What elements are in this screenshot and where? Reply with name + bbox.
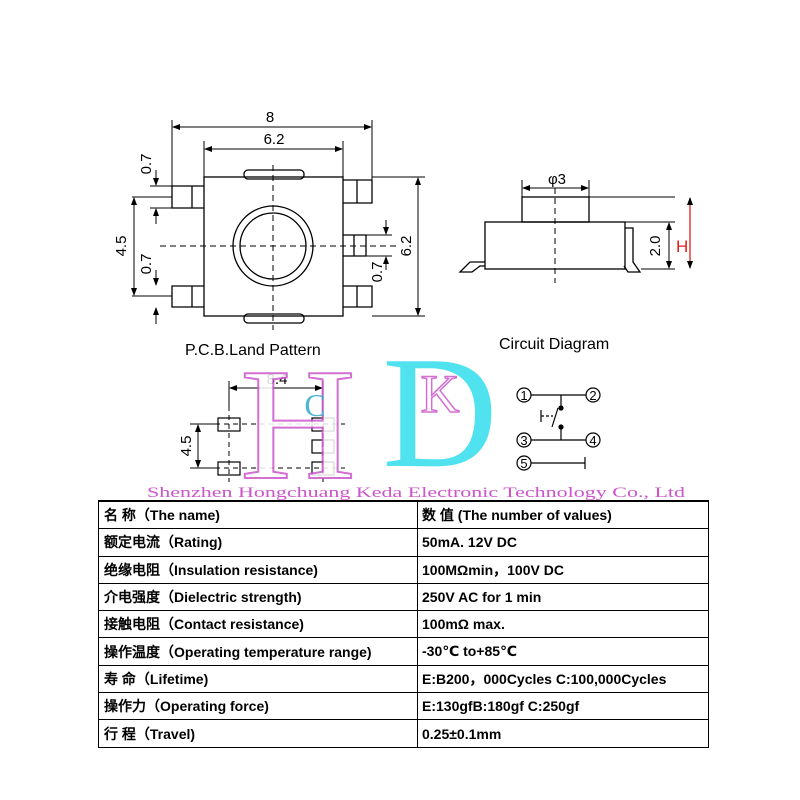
table-row: 绝缘电阻（Insulation resistance) 100MΩmin，100…	[98, 555, 709, 584]
bottom-slot	[243, 313, 305, 324]
table-row: 操作力（Operating force) E:130gfB:180gf C:25…	[98, 692, 709, 721]
circuit-diagram	[516, 387, 601, 471]
row-name-cell: 操作力（Operating force)	[98, 692, 418, 721]
watermark-letter-h: H	[240, 335, 356, 513]
watermark-letter-d: D	[382, 323, 498, 501]
row-name-cell: 接触电阻（Contact resistance)	[98, 610, 418, 639]
dim-body-width: 6.2	[264, 131, 285, 148]
switch-lever	[551, 407, 559, 428]
row-value-cell: 250V AC for 1 min	[417, 582, 709, 612]
dim-pin-width-top: 0.7	[138, 154, 155, 175]
watermark-letter-c: C	[304, 387, 325, 423]
row-name-cell: 操作温度（Operating temperature range)	[98, 637, 418, 666]
top-slot	[243, 169, 305, 180]
specification-table: 名 称（The name) 数 值 (The number of values)…	[98, 500, 709, 748]
pcb-land-pattern	[190, 381, 345, 482]
pcb-land-pattern-title: P.C.B.Land Pattern	[185, 342, 321, 359]
row-name-cell: 行 程（Travel)	[98, 719, 418, 748]
table-row: 额定电流（Rating) 50mA. 12V DC	[98, 528, 709, 557]
dim-pin-width-left: 0.7	[138, 254, 155, 275]
row-value-cell: E:130gfB:180gf C:250gf	[417, 692, 709, 721]
row-value-cell: 50mA. 12V DC	[417, 528, 709, 557]
row-name-cell: 介电强度（Dielectric strength)	[98, 582, 418, 612]
watermark-letter-k: K	[421, 364, 460, 424]
table-header-row: 名 称（The name) 数 值 (The number of values)	[98, 500, 709, 530]
pin-4-label: 4	[589, 433, 596, 448]
header-name-cell: 名 称（The name)	[98, 500, 418, 530]
pin-1-label: 1	[520, 388, 527, 403]
side-left-lead	[458, 261, 485, 273]
table-row: 接触电阻（Contact resistance) 100mΩ max.	[98, 610, 709, 639]
dim-body-height: 6.2	[398, 236, 415, 257]
table-row: 寿 命（Lifetime) E:B200，000Cycles C:100,000…	[98, 664, 709, 694]
table-row: 行 程（Travel) 0.25±0.1mm	[98, 719, 709, 748]
pcb-dim-width: 8.4	[267, 371, 288, 388]
dim-actuator-diameter: φ3	[548, 171, 566, 188]
watermark-logo: H C D K	[239, 323, 498, 514]
right-pins	[343, 179, 373, 308]
row-value-cell: 0.25±0.1mm	[417, 719, 709, 748]
dim-overall-width: 8	[266, 109, 274, 126]
pin-3-label: 3	[520, 433, 527, 448]
dimension-lines	[131, 124, 421, 324]
dim-pin-width-right: 0.7	[369, 262, 386, 283]
top-view	[131, 120, 425, 330]
side-view	[458, 180, 693, 283]
row-name-cell: 寿 命（Lifetime)	[98, 664, 418, 694]
header-value-cell: 数 值 (The number of values)	[417, 500, 709, 530]
dim-side-height: 2.0	[647, 236, 664, 257]
left-pins	[171, 185, 204, 308]
pcb-dim-height: 4.5	[178, 436, 195, 457]
row-value-cell: 100MΩmin，100V DC	[417, 555, 709, 584]
height-h-label: H	[676, 237, 688, 256]
pin-5-label: 5	[520, 456, 527, 471]
watermark-company-name: Shenzhen Hongchuang Keda Electronic Tech…	[147, 485, 686, 501]
row-name-cell: 额定电流（Rating)	[98, 528, 418, 557]
table-row: 介电强度（Dielectric strength) 250V AC for 1 …	[98, 582, 709, 612]
center-lines	[160, 165, 400, 330]
dim-overall-height: 4.5	[113, 236, 130, 257]
row-value-cell: E:B200，000Cycles C:100,000Cycles	[417, 664, 709, 694]
pin-2-label: 2	[589, 388, 596, 403]
row-name-cell: 绝缘电阻（Insulation resistance)	[98, 555, 418, 584]
table-row: 操作温度（Operating temperature range) -30℃ t…	[98, 637, 709, 666]
row-value-cell: 100mΩ max.	[417, 610, 709, 639]
circuit-diagram-title: Circuit Diagram	[499, 336, 609, 353]
row-value-cell: -30℃ to+85℃	[417, 637, 709, 666]
side-right-lead	[623, 227, 642, 273]
